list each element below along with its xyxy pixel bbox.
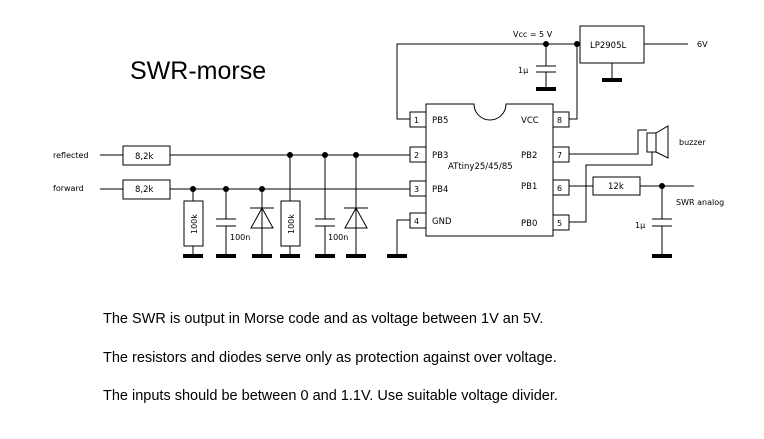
resistor-reflected-label: 8,2k (135, 152, 154, 162)
buzzer: buzzer (569, 125, 706, 223)
buzzer-cone (655, 125, 669, 159)
pin-2-label: PB3 (432, 151, 448, 161)
wire-gnd (396, 219, 410, 256)
title: SWR-morse (130, 57, 266, 85)
resistor-divider-reflected (280, 200, 301, 247)
note-2: The resistors and diodes serve only as p… (103, 350, 557, 366)
analog-output: 12k SWR analog 1µ (569, 176, 724, 258)
wire-pb5-vcc (396, 43, 577, 120)
vcc-label: Vcc = 5 V (513, 30, 553, 39)
ic-body (425, 103, 554, 237)
cap-lines (536, 44, 556, 89)
ic-name: ATtiny25/45/85 (448, 162, 513, 172)
capacitor-reflected (315, 155, 335, 256)
input-forward-label: forward (53, 184, 84, 193)
pin-1-label: PB5 (432, 116, 448, 126)
resistor-forward-label: 8,2k (135, 185, 154, 195)
pin-6-box (552, 179, 570, 196)
pin-7-label: PB2 (521, 151, 537, 161)
pin-2-num: 2 (414, 151, 419, 160)
ic-attiny: ATtiny25/45/85 1 PB5 2 PB3 3 PB4 4 GND 8… (409, 103, 570, 237)
resistor-output-label: 12k (608, 182, 624, 192)
diode-reflected (344, 155, 368, 256)
pin-4-num: 4 (414, 217, 419, 226)
pin-7-num: 7 (557, 151, 562, 160)
pin-8-label: VCC (521, 116, 539, 126)
supply-6v-label: 6V (697, 40, 708, 49)
capacitor-forward (216, 189, 236, 256)
capacitor-output (652, 186, 672, 256)
regulator-name: LP2905L (590, 41, 626, 51)
pin-6-num: 6 (557, 184, 562, 193)
diode-forward (250, 189, 274, 256)
regulator-box (579, 25, 645, 64)
regulator: LP2905L 6V (579, 25, 708, 82)
buzzer-label: buzzer (679, 138, 706, 147)
capacitor-reflected-label: 100n (328, 233, 348, 242)
note-3: The inputs should be between 0 and 1.1V.… (103, 388, 558, 404)
capacitor-vcc: 1µ (518, 44, 556, 91)
pin-5-num: 5 (557, 219, 562, 228)
pin-1-num: 1 (414, 116, 419, 125)
buzzer-body (646, 132, 657, 153)
pin-3-num: 3 (414, 185, 419, 194)
capacitor-output-label: 1µ (635, 221, 645, 230)
wire-pb0-buzzer (569, 152, 653, 223)
resistor-divider-forward (183, 200, 204, 247)
output-label: SWR analog (676, 198, 724, 207)
resistor-divider-forward-label: 100k (190, 214, 199, 234)
pin-8-num: 8 (557, 116, 562, 125)
input-reflected-label: reflected (53, 151, 89, 160)
pin-3-label: PB4 (432, 185, 448, 195)
pin-6-label: PB1 (521, 182, 537, 192)
wire-vcc-pin8 (569, 44, 578, 120)
pin-5-label: PB0 (521, 219, 537, 229)
resistor-divider-reflected-label: 100k (287, 214, 296, 234)
capacitor-forward-label: 100n (230, 233, 250, 242)
reflected-protection: 100k 100n (280, 152, 368, 258)
forward-protection: 100k 100n (183, 186, 274, 258)
pin-4-label: GND (432, 217, 452, 227)
cap-vcc-label: 1µ (518, 66, 528, 75)
note-1: The SWR is output in Morse code and as v… (103, 311, 544, 327)
wire-pb2-buzzer (569, 129, 647, 155)
